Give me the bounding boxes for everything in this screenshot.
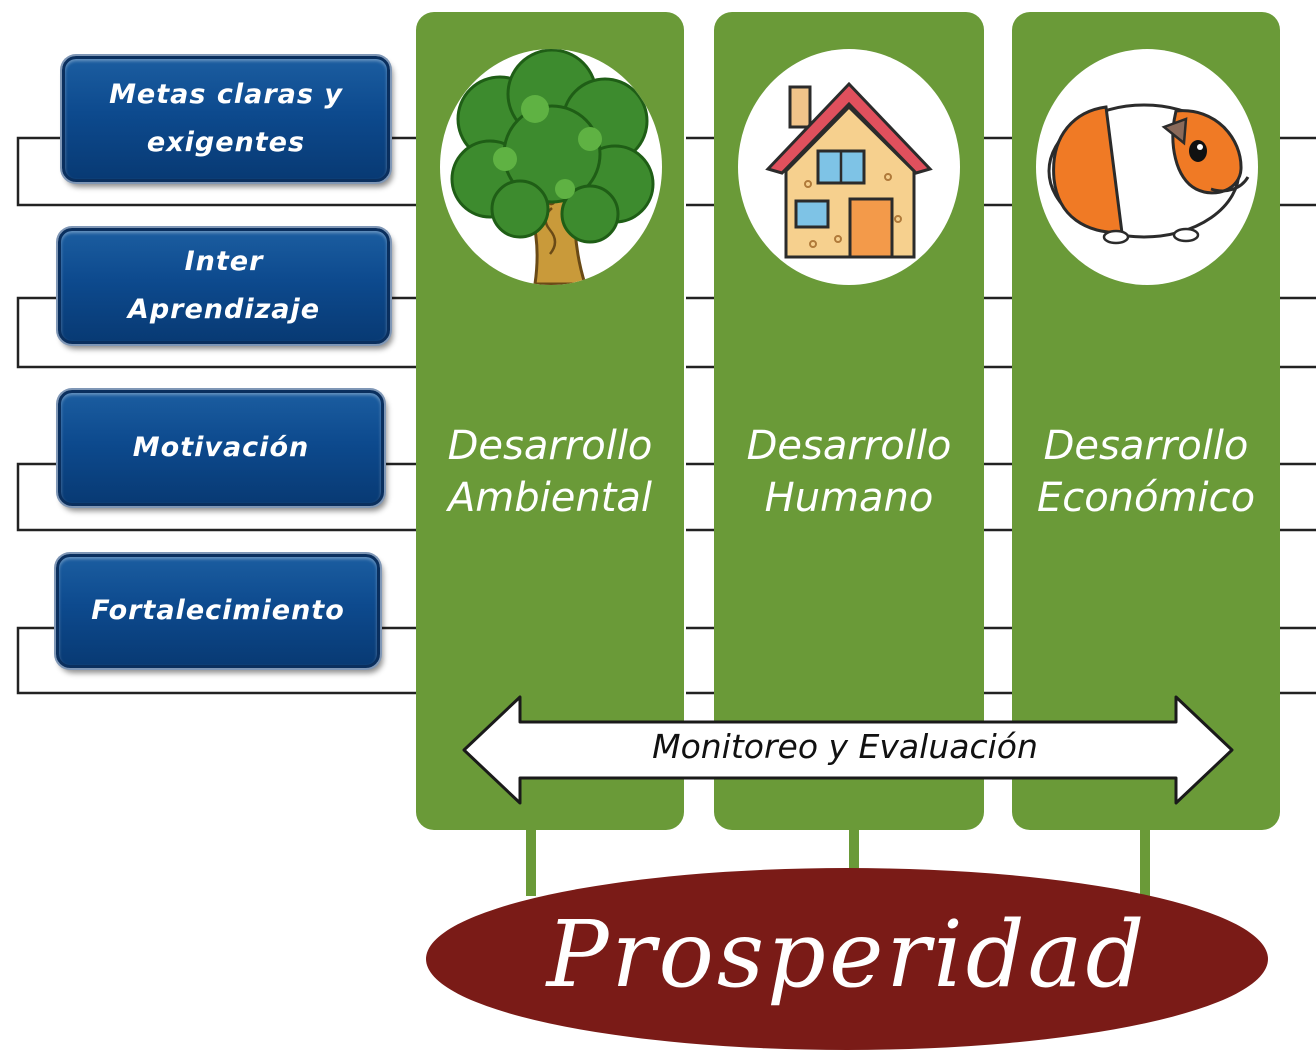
guinea-pig-icon bbox=[1036, 49, 1258, 285]
factor-label: Motivación bbox=[132, 432, 310, 463]
factor-fortalecimiento: Fortalecimiento bbox=[56, 554, 380, 668]
pillar-title: Desarrollo Ambiental bbox=[447, 423, 653, 521]
factor-motivacion: Motivación bbox=[58, 390, 384, 506]
factor-label: Metas claras y exigentes bbox=[109, 79, 343, 158]
factor-metas-claras: Metas claras y exigentes bbox=[62, 56, 390, 182]
pillar-title: Desarrollo Económico bbox=[1036, 423, 1256, 521]
tree-icon bbox=[440, 49, 662, 285]
factor-label: Inter Aprendizaje bbox=[127, 246, 321, 325]
house-icon bbox=[738, 49, 960, 285]
pillar-ambiental: Desarrollo Ambiental bbox=[416, 12, 684, 830]
pillar-title: Desarrollo Humano bbox=[746, 423, 952, 521]
arrow-label: Monitoreo y Evaluación bbox=[652, 727, 1038, 766]
pillar-economico: Desarrollo Económico bbox=[1012, 12, 1280, 830]
base-label: Prosperidad bbox=[546, 901, 1148, 1008]
factor-inter-aprendizaje: Inter Aprendizaje bbox=[58, 228, 390, 344]
base-ellipse bbox=[426, 868, 1268, 1050]
pillar-humano: Desarrollo Humano bbox=[714, 12, 984, 830]
double-arrow-icon bbox=[462, 695, 1234, 805]
factor-label: Fortalecimiento bbox=[91, 595, 345, 626]
